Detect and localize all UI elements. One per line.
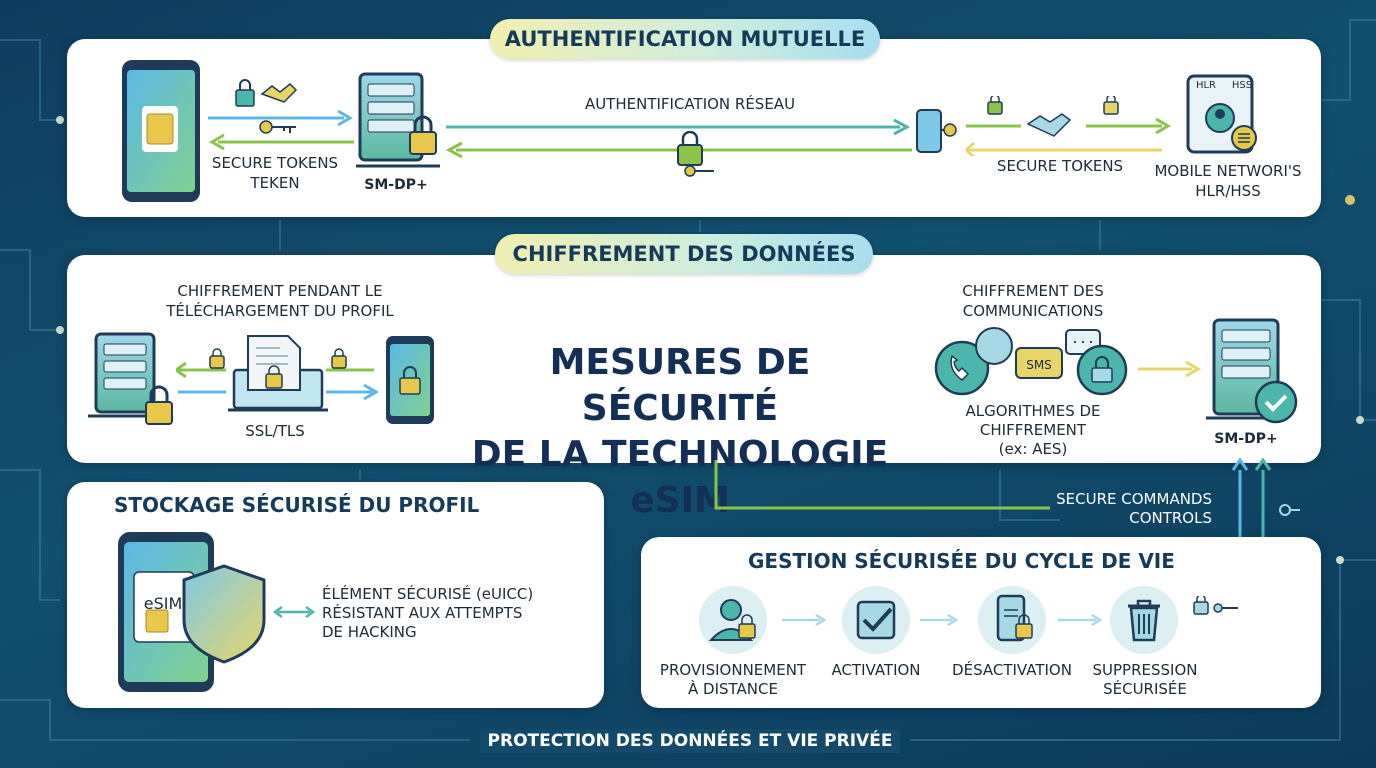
lock-key-small-icon xyxy=(1193,596,1238,615)
lock-key-icon xyxy=(677,131,714,177)
hss-screen-label: HSS xyxy=(1231,80,1253,91)
remote-provisioning-icon xyxy=(699,586,767,654)
secure-deletion-trash-icon xyxy=(1110,586,1178,654)
comm-encryption-label-1: CHIFFREMENT DES xyxy=(962,282,1104,300)
algorithms-label-2: CHIFFREMENT xyxy=(979,421,1087,439)
ssl-tls-label: SSL/TLS xyxy=(245,422,305,440)
secure-element-label-2: RÉSISTANT AUX ATTEMPTS xyxy=(322,604,523,622)
phone-key-icon xyxy=(916,109,957,153)
double-arrow-icon xyxy=(272,605,316,619)
hlr-screen-label: HLR xyxy=(1195,80,1217,91)
step-provisioning-label-2: À DISTANCE xyxy=(688,680,778,698)
data-encryption-heading: CHIFFREMENT DES DONNÉES xyxy=(495,234,873,274)
arrows-phone-smdp xyxy=(208,109,354,151)
call-sms-lock-icons xyxy=(934,327,1128,396)
algorithms-label-1: ALGORITHMES DE xyxy=(965,402,1101,420)
lifecycle-heading: GESTION SÉCURISÉE DU CYCLE DE VIE xyxy=(748,549,1175,573)
smdp-server-check-icon xyxy=(1206,318,1298,424)
step-activation-label: ACTIVATION xyxy=(831,661,921,679)
arrow-to-smdp xyxy=(1138,360,1201,378)
main-title: MESURES DE SÉCURITÉ DE LA TECHNOLOGIE eS… xyxy=(460,340,900,524)
smdp-label-right: SM-DP+ xyxy=(1214,431,1278,447)
document-laptop-lock-icon xyxy=(176,335,379,412)
mutual-auth-heading: AUTHENTIFICATION MUTUELLE xyxy=(490,19,880,59)
teken-label: TEKEN xyxy=(250,174,300,192)
secure-storage-heading: STOCKAGE SÉCURISÉ DU PROFIL xyxy=(114,493,480,517)
phone-lock-icon xyxy=(386,336,434,424)
esim-phone-shield-icon xyxy=(118,532,266,692)
main-title-line-2: DE LA TECHNOLOGIE eSIM xyxy=(471,434,889,521)
secure-tokens-label: SECURE TOKENS xyxy=(211,154,339,172)
main-title-line-1: MESURES DE SÉCURITÉ xyxy=(549,342,811,429)
comm-encryption-label-2: COMMUNICATIONS xyxy=(962,302,1104,320)
secure-commands-label: SECURE COMMANDS xyxy=(1056,490,1212,508)
download-encryption-label-1: CHIFFREMENT PENDANT LE xyxy=(177,282,383,300)
hlr-hss-terminal-icon xyxy=(1186,74,1257,154)
key-icon xyxy=(259,120,296,134)
network-auth-label: AUTHENTIFICATION RÉSEAU xyxy=(584,95,796,113)
secure-tokens-right-label: SECURE TOKENS xyxy=(996,157,1124,175)
smdp-label-top: SM-DP+ xyxy=(364,177,428,193)
secure-element-label-1: ÉLÉMENT SÉCURISÉ (eUICC) xyxy=(322,585,534,603)
controls-label: CONTROLS xyxy=(1129,509,1212,527)
algorithms-label-3: (ex: AES) xyxy=(998,440,1068,458)
step-provisioning-label-1: PROVISIONNEMENT xyxy=(659,661,807,679)
download-encryption-label-2: TÉLÉCHARGEMENT DU PROFIL xyxy=(166,302,394,320)
smartphone-sim-icon xyxy=(122,60,200,202)
esim-chip-label: eSIM xyxy=(143,594,183,613)
sms-badge: SMS xyxy=(1026,358,1052,372)
step-deactivation-label: DÉSACTIVATION xyxy=(952,661,1072,679)
server-lock-icon xyxy=(88,332,173,425)
smdp-server-icon xyxy=(356,72,440,168)
secure-element-label-3: DE HACKING xyxy=(322,623,417,641)
mobile-network-label: MOBILE NETWORI'S xyxy=(1154,162,1302,180)
step-deletion-label-2: SÉCURISÉE xyxy=(1103,680,1187,698)
step-deletion-label-1: SUPPRESSION xyxy=(1092,661,1198,679)
step-arrows xyxy=(782,613,1103,627)
lock-handshake-icon xyxy=(235,79,298,107)
lock-handshake-right-icon xyxy=(966,96,1171,156)
activation-check-icon xyxy=(842,586,910,654)
hlr-hss-label: HLR/HSS xyxy=(1195,182,1261,200)
footer-banner: PROTECTION DES DONNÉES ET VIE PRIVÉE xyxy=(480,729,900,753)
deactivation-phone-lock-icon xyxy=(978,586,1046,654)
